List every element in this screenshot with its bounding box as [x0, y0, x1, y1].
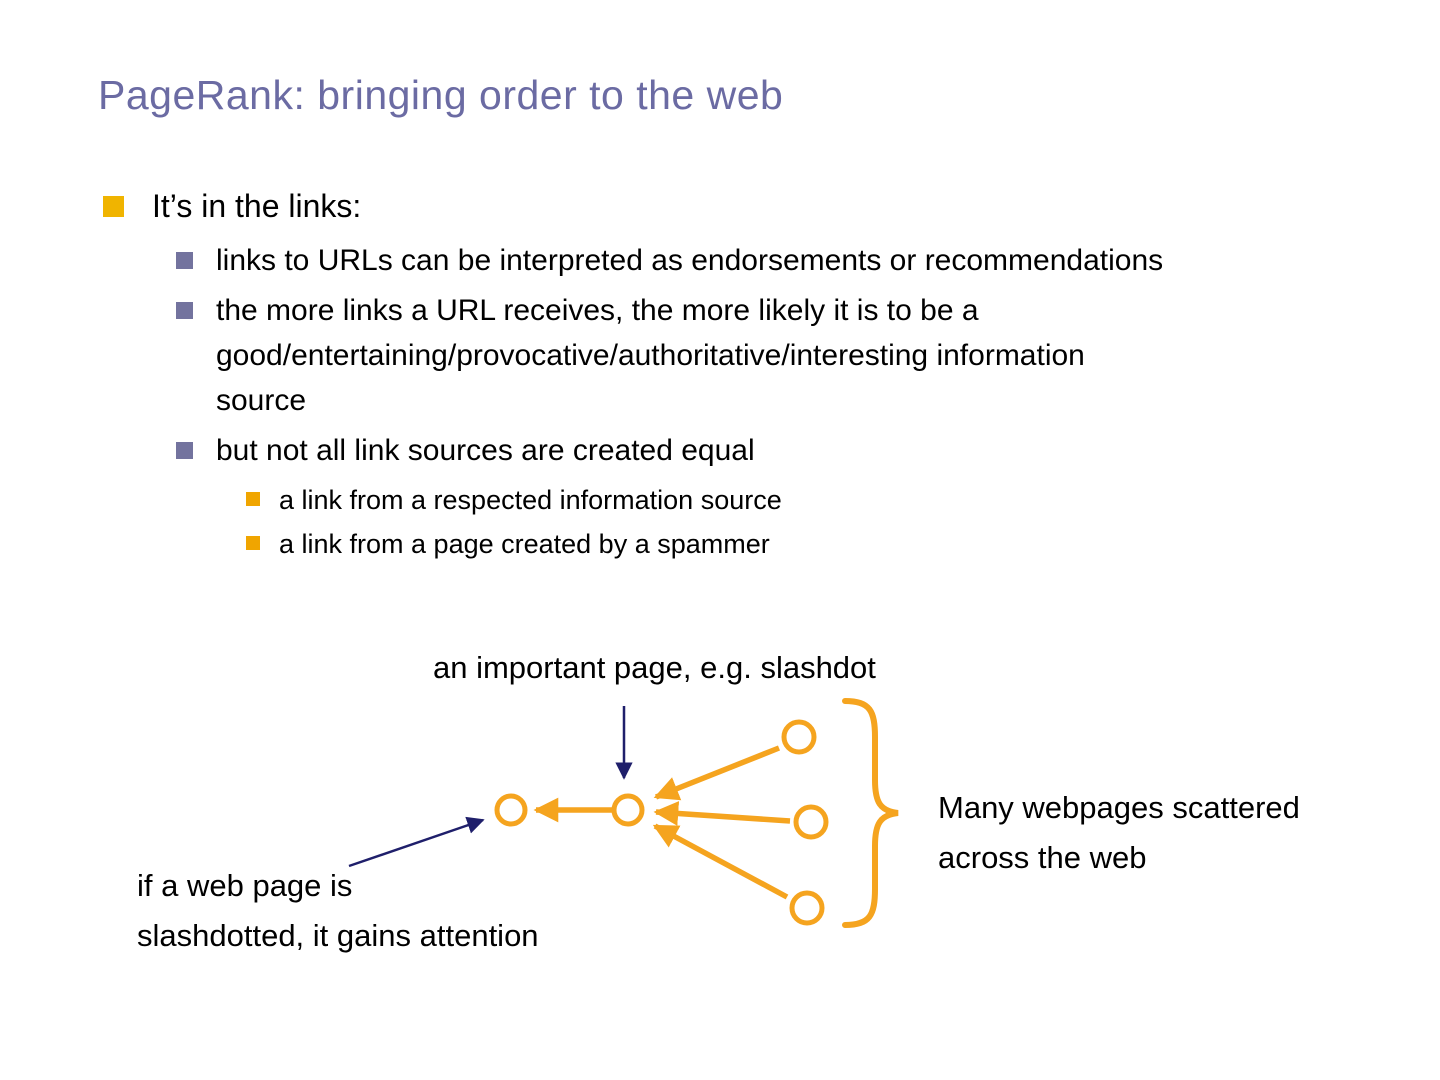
bullet-text: a link from a respected information sour… [279, 485, 782, 515]
slashdotted-page-node [494, 793, 528, 827]
webpage-node-1 [781, 719, 817, 755]
curly-brace [842, 698, 899, 928]
page-title: PageRank: bringing order to the web [98, 72, 784, 118]
inlink-arrow-3 [652, 823, 789, 900]
bullet-text: It’s in the links: [152, 188, 362, 224]
bullet-text: a link from a page created by a spammer [279, 529, 770, 559]
gold-square-bullet-icon [103, 196, 124, 217]
bullet-item: a link from a page created by a spammer [246, 522, 1410, 566]
bullet-item: links to URLs can be interpreted as endo… [176, 238, 1410, 283]
gray-square-bullet-icon [176, 442, 193, 459]
bullet-text: the more links a URL receives, the more … [216, 294, 1085, 417]
pointer-arrow-slashdotted-page [348, 816, 485, 868]
gray-square-bullet-icon [176, 252, 193, 269]
bullet-item: It’s in the links: [100, 183, 1410, 229]
orange-square-bullet-icon [246, 492, 260, 506]
bullet-item: the more links a URL receives, the more … [176, 288, 1410, 423]
important-page-label: an important page, e.g. slashdot [433, 650, 876, 685]
gray-square-bullet-icon [176, 302, 193, 319]
bullet-text: but not all link sources are created equ… [216, 434, 755, 467]
bullet-item: a link from a respected information sour… [246, 478, 1410, 522]
bullet-text: links to URLs can be interpreted as endo… [216, 244, 1164, 277]
webpage-node-2 [793, 804, 829, 840]
inlink-arrow-2 [653, 801, 791, 826]
bullet-list: It’s in the links: links to URLs can be … [100, 183, 1410, 566]
bullet-item: but not all link sources are created equ… [176, 428, 1410, 473]
orange-square-bullet-icon [246, 536, 260, 550]
slashdotted-label: if a web page is slashdotted, it gains a… [137, 868, 539, 953]
many-webpages-label: Many webpages scattered across the web [938, 790, 1300, 875]
webpage-node-3 [789, 890, 825, 926]
important-page-node [611, 793, 645, 827]
inlink-arrow-1 [653, 745, 781, 801]
